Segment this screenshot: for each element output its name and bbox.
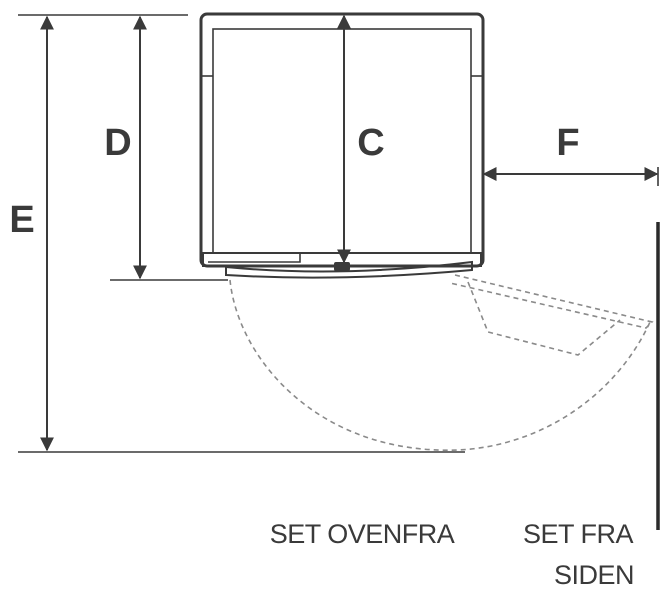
dimension-c-label: C bbox=[357, 122, 384, 164]
door-handle bbox=[334, 262, 350, 271]
open-door-shelf-outline bbox=[467, 281, 621, 356]
base-detail bbox=[208, 254, 301, 263]
dimension-d-label: D bbox=[104, 122, 131, 164]
caption-side-view-line1: SET FRA bbox=[523, 519, 634, 549]
cabinet-base bbox=[202, 252, 482, 267]
open-door-outline bbox=[449, 274, 654, 329]
caption-side-view-line2: SIDEN bbox=[554, 560, 634, 590]
caption-top-view: SET OVENFRA bbox=[270, 519, 455, 549]
door-swing-arc bbox=[229, 279, 651, 451]
closed-door bbox=[225, 260, 473, 279]
dimension-f-label: F bbox=[556, 122, 579, 164]
dimension-e-label: E bbox=[9, 199, 34, 241]
cabinet-outline bbox=[199, 12, 485, 268]
